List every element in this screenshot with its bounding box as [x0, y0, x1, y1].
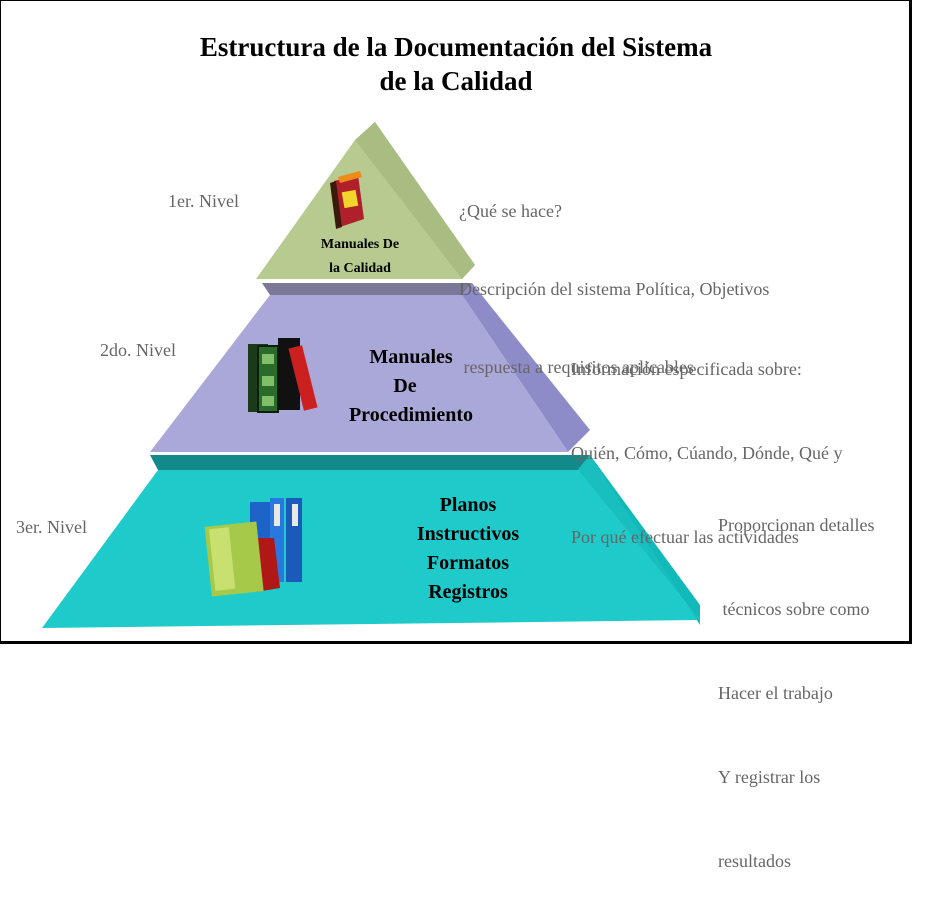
tier-3-line: Formatos [426, 552, 510, 574]
description-line: Descripción del sistema Política, Objeti… [459, 279, 770, 299]
tier-1-line: la Calidad [329, 261, 391, 276]
level-2-description: Información especificada sobre: Quién, C… [571, 299, 842, 579]
level-1-description: ¿Qué se hace? Descripción del sistema Po… [459, 146, 769, 406]
level-1-label: 1er. Nivel [168, 191, 239, 211]
tier-2-line: Procedimiento [348, 404, 474, 426]
title-line-2: de la Calidad [379, 66, 533, 96]
description-line: Por qué efectuar las actividades [571, 527, 799, 547]
tier-3-line: Registros [428, 581, 508, 603]
tier-2-label: Manuales De Procedimiento [340, 343, 480, 430]
description-line: respuesta a requisitos aplicables [459, 357, 694, 377]
description-line: Y registrar los [718, 767, 821, 787]
description-line: ¿Qué se hace? [459, 201, 562, 221]
description-line: Hacer el trabajo [718, 683, 833, 703]
tier-3-label: Planos Instructivos Formatos Registros [398, 491, 538, 607]
description-line: resultados [718, 851, 791, 871]
title-line-1: Estructura de la Documentación del Siste… [199, 32, 713, 62]
tier-3-shape [42, 455, 700, 628]
level-3-description: Proporcionan detalles técnicos sobre com… [718, 455, 874, 903]
tier-1-line: Manuales De [320, 237, 400, 252]
description-line: Proporcionan detalles [718, 515, 875, 535]
tier-2-line: Manuales [369, 346, 453, 368]
diagram-frame [0, 0, 912, 644]
pyramid [42, 122, 700, 628]
tier-2-shape [150, 283, 590, 452]
tier-2-line: De [393, 375, 417, 397]
tier-1-label: Manuales De la Calidad [290, 233, 430, 281]
binders-icon [204, 498, 302, 597]
tier-3-line: Planos [439, 494, 497, 516]
book-icon [330, 171, 364, 229]
level-2-label: 2do. Nivel [100, 340, 176, 360]
description-line: técnicos sobre como [718, 599, 870, 619]
description-line: Quién, Cómo, Cúando, Dónde, Qué y [571, 443, 843, 463]
description-line: Información especificada sobre: [571, 359, 802, 379]
tier-3-line: Instructivos [416, 523, 520, 545]
books-stack-icon [248, 338, 318, 413]
diagram-title: Estructura de la Documentación del Siste… [0, 30, 912, 98]
level-3-label: 3er. Nivel [16, 517, 87, 537]
